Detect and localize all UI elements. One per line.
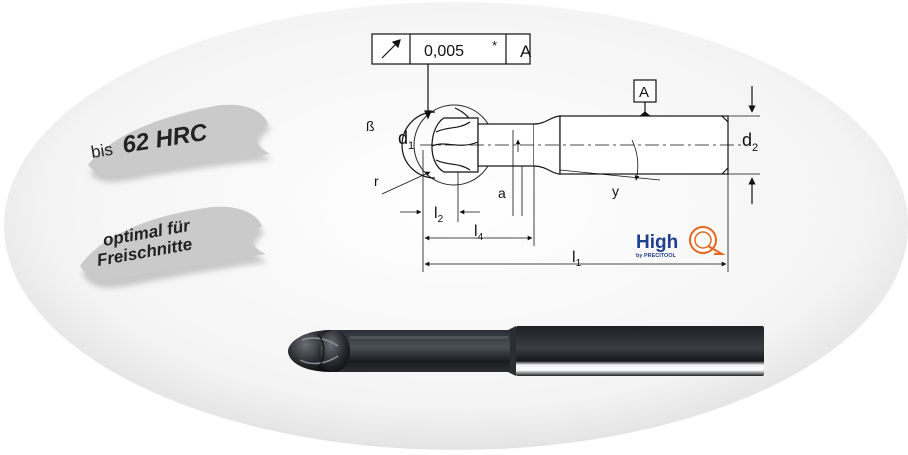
- datum-a: [633, 79, 657, 119]
- hardness-prefix: bis: [90, 140, 114, 162]
- l2-label: l2: [434, 205, 444, 225]
- highq-logo: High by PRECITOOL: [636, 226, 726, 259]
- logo-tagline: by PRECITOOL: [636, 253, 677, 259]
- radius-label: r: [374, 173, 379, 189]
- d1-label: d1: [398, 128, 414, 152]
- l4-label: l4: [474, 223, 484, 243]
- dimension-labels: A 0,005 * A ß d1 d2 r a y l2 l4 l1: [366, 38, 758, 269]
- taper-angle-label: y: [612, 183, 619, 199]
- beta-label: ß: [366, 118, 375, 134]
- neck-offset-label: a: [498, 185, 506, 201]
- l1-label: l1: [572, 249, 582, 269]
- tolerance-datum: A: [520, 42, 532, 61]
- tolerance-frame: [371, 33, 531, 120]
- datum-label: A: [639, 84, 649, 101]
- hardness-badge: bis 62 HRC: [88, 104, 272, 182]
- d2-label: d2: [742, 130, 758, 154]
- runout-icon: [381, 39, 401, 59]
- tolerance-value: 0,005: [424, 43, 464, 60]
- q-logo-icon: [689, 226, 726, 255]
- technical-drawing: [371, 33, 760, 272]
- tolerance-marker: *: [492, 38, 497, 53]
- logo-word: High: [636, 232, 678, 253]
- tool-photo: [288, 326, 764, 376]
